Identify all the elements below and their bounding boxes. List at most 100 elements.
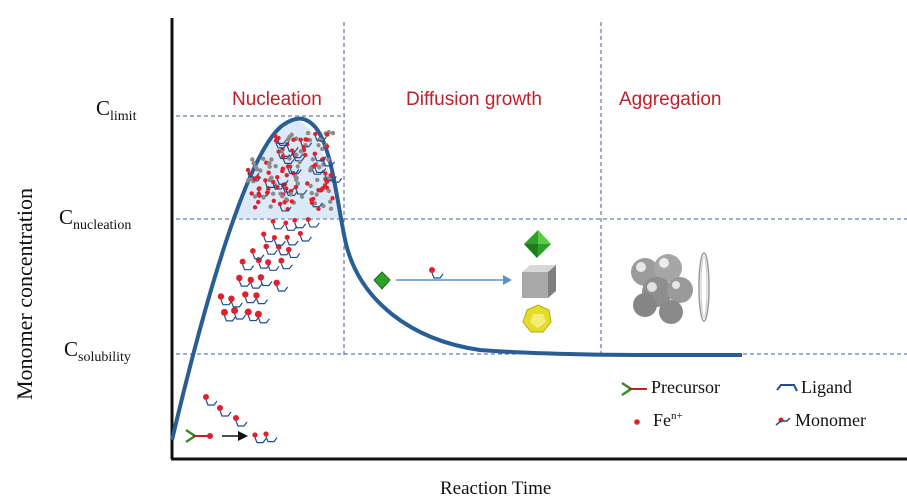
x-axis-title: Reaction Time [440,478,552,499]
ligand-tail [282,158,295,164]
ligand-tail [278,249,291,256]
monomer-dot [270,219,276,224]
monomer-dot [305,217,311,222]
cluster-dot [301,144,306,150]
monomer-dot [290,148,295,153]
ligand-tail [260,280,273,287]
monomer-dot [250,248,256,254]
cluster-dot [252,205,258,210]
monomer-dot [278,201,283,206]
ligand-tail [234,313,247,320]
cluster-dot [324,144,330,149]
ligand-tail [255,298,268,305]
ligand-tail [431,272,444,279]
y-axis-title: Monomer concentration [12,188,37,400]
ligand-tail [267,265,280,271]
nucleation-level-label: Cnucleation [59,205,132,233]
cluster-dot [275,184,280,190]
seed-crystal-icon [373,271,391,290]
ligand-tail [276,179,289,185]
cluster-dot [286,137,291,142]
monomer-dot [275,175,280,180]
diffusion-phase-label: Diffusion growth [406,89,542,110]
cluster-dot [288,188,294,194]
cluster-dot [316,188,322,193]
cluster-dot [261,195,266,200]
monomer-dot [284,234,290,240]
ligand-tail [252,253,265,260]
monomer-dot [285,164,290,169]
cluster-dot [316,206,321,211]
cluster-dot [284,172,289,178]
ligand-tail [250,282,263,289]
cluster-dot [251,160,256,166]
cluster-dot [260,156,266,162]
monomer-dot [261,231,267,237]
monomer-dot [271,180,276,185]
monomer-dot [273,138,278,143]
ligand-tail [307,221,320,228]
limit-level-label: Climit [96,96,137,124]
cluster-dot [317,164,322,170]
ligand-tail [242,264,255,271]
ligand-tail [322,160,335,167]
ligand-legend-label: Ligand [801,377,852,397]
cluster-dot [268,175,274,181]
cluster-dot [264,190,270,196]
monomer-dot [297,230,303,237]
monomer-dot [257,274,265,281]
monomer-dot [231,306,239,314]
ligand-tail [235,420,248,427]
ligand-tail [291,152,304,159]
ligand-tail [275,142,288,149]
cluster-dot [324,179,330,184]
monomer-dot [292,217,298,223]
monomer-dot [278,257,285,264]
cluster-dot [266,170,271,175]
cluster-dot [314,192,319,197]
monomer-dot [429,267,435,273]
cluster-dot [299,194,305,199]
monomer-particles [203,129,444,444]
cluster-dot [294,152,299,157]
cluster-dot [330,130,336,136]
ligand-tail [294,222,307,229]
nucleation-phase-label: Nucleation [232,89,322,110]
ligand-tail [273,239,286,246]
monomer-legend-label: Monomer [795,410,866,430]
cluster-dot [250,157,255,162]
growth-arrowhead [503,275,512,285]
monomer-dot [247,276,255,284]
cluster-dot [304,137,310,142]
cluster-dot [328,206,334,211]
cluster-dot [252,194,258,199]
ligand-tail [264,182,277,188]
ligand-tail [280,263,293,270]
monomer-dot [313,131,318,136]
cluster-dot [268,204,273,209]
cluster-dot [308,166,314,171]
cluster-dot [271,198,277,204]
cluster-dot [289,132,294,137]
cluster-dot [320,186,325,191]
monomer-dot [263,431,269,437]
ligand-tail [278,153,291,160]
cluster-dot [287,156,292,161]
monomer-dot [239,258,246,265]
cluster-dot [253,164,258,170]
ligand-tail [314,135,327,142]
monomer-dot [263,243,270,250]
monomer-dot [252,432,258,438]
precursor-legend-label: Precursor [651,377,720,397]
precursor-conversion-sketch [185,428,248,444]
concentration-curve [170,116,743,441]
ligand-tail [276,285,289,292]
cluster-dot [256,199,261,205]
monomer-dot [242,291,249,298]
monomer-dot [281,154,286,159]
cluster-dot [269,157,274,162]
cluster-dot [320,146,325,152]
ligand-tail [299,235,312,242]
cluster-dot [309,200,315,205]
